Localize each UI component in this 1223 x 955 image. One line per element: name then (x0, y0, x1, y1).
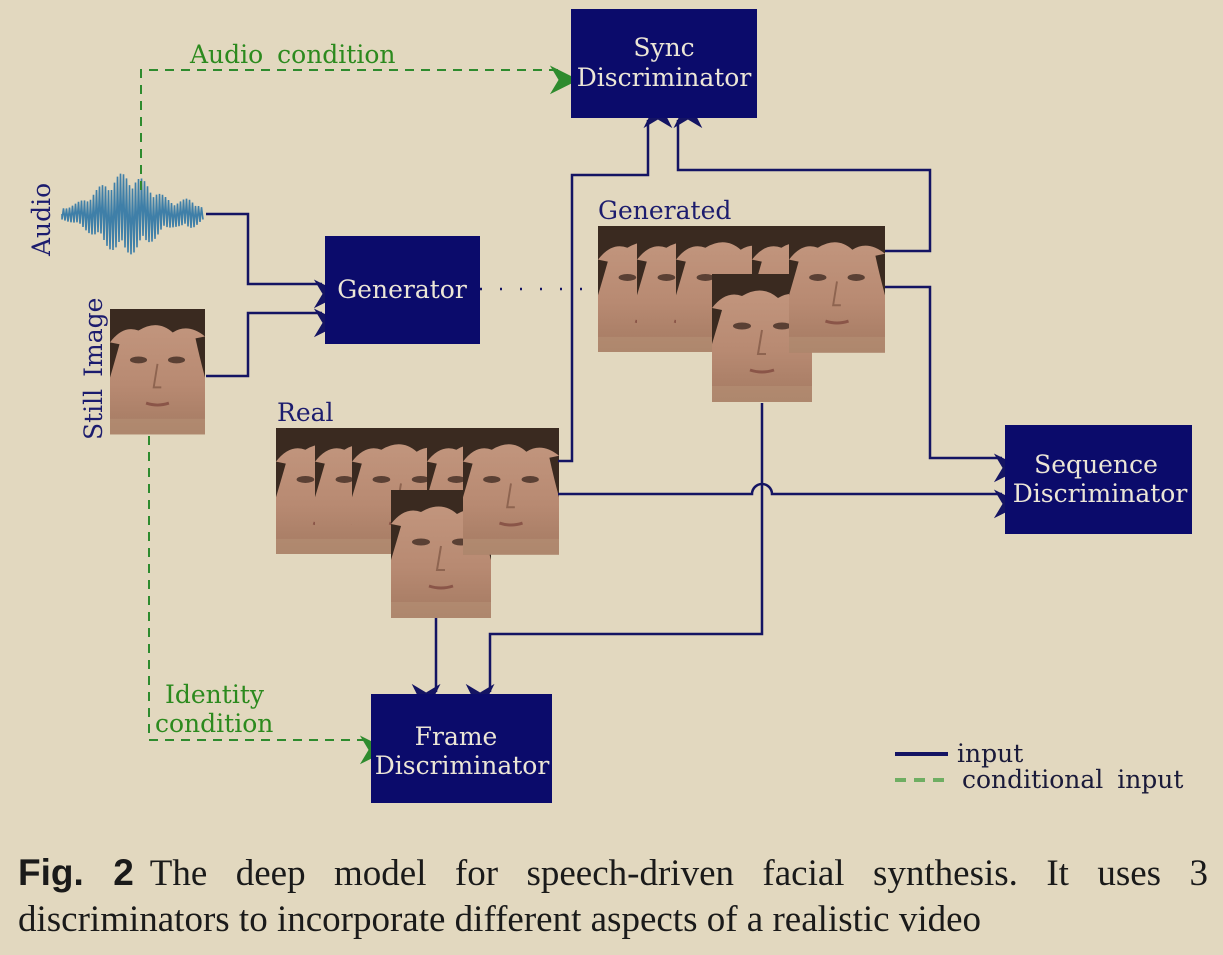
audio-condition-label: Audio condition (189, 40, 396, 69)
generated-label: Generated (598, 196, 731, 225)
identity-condition-arrow (148, 436, 389, 765)
frame-discriminator-box: Frame Discriminator (371, 694, 552, 803)
generated-to-sequence-arrow (885, 285, 1023, 483)
sequence-box-line-1: Sequence (1034, 450, 1158, 479)
generator-box: Generator (325, 236, 480, 344)
legend-input-label: input (957, 739, 1023, 768)
audio-waveform (61, 173, 204, 255)
generated-to-sync-arrow (673, 99, 932, 253)
real-label: Real (277, 398, 334, 427)
image-to-generator-arrow (206, 308, 343, 378)
sync-box-line-1: Sync (633, 33, 694, 62)
real-frames (276, 426, 561, 620)
frame-box-line-2: Discriminator (375, 751, 550, 780)
figure-number: Fig. 2 (18, 852, 134, 893)
caption-text: The deep model for speech-driven facial … (18, 853, 1208, 940)
audio-to-generator-arrow (206, 212, 343, 309)
sequence-box-line-2: Discriminator (1013, 479, 1188, 508)
diagram: Sync Discriminator Generator Sequence Di… (27, 9, 1192, 803)
audio-condition-arrow (140, 65, 579, 190)
still-image-label: Still Image (79, 298, 108, 440)
audio-label: Audio (27, 183, 56, 257)
generated-to-frame-arrow (465, 403, 764, 713)
generated-frames (598, 224, 887, 404)
legend: input conditional input (895, 739, 1183, 794)
real-to-sync-arrow (558, 99, 673, 463)
still-image-photo (108, 307, 207, 436)
sync-discriminator-box: Sync Discriminator (571, 9, 757, 118)
sync-box-line-2: Discriminator (577, 63, 752, 92)
identity-condition-line-1: Identity (165, 680, 265, 709)
generator-label: Generator (337, 275, 467, 304)
sequence-discriminator-box: Sequence Discriminator (1005, 425, 1192, 534)
identity-condition-line-2: condition (155, 709, 273, 738)
legend-conditional-label: conditional input (962, 765, 1183, 794)
frame-box-line-1: Frame (415, 722, 498, 751)
real-to-sequence-arrow (558, 482, 1023, 519)
